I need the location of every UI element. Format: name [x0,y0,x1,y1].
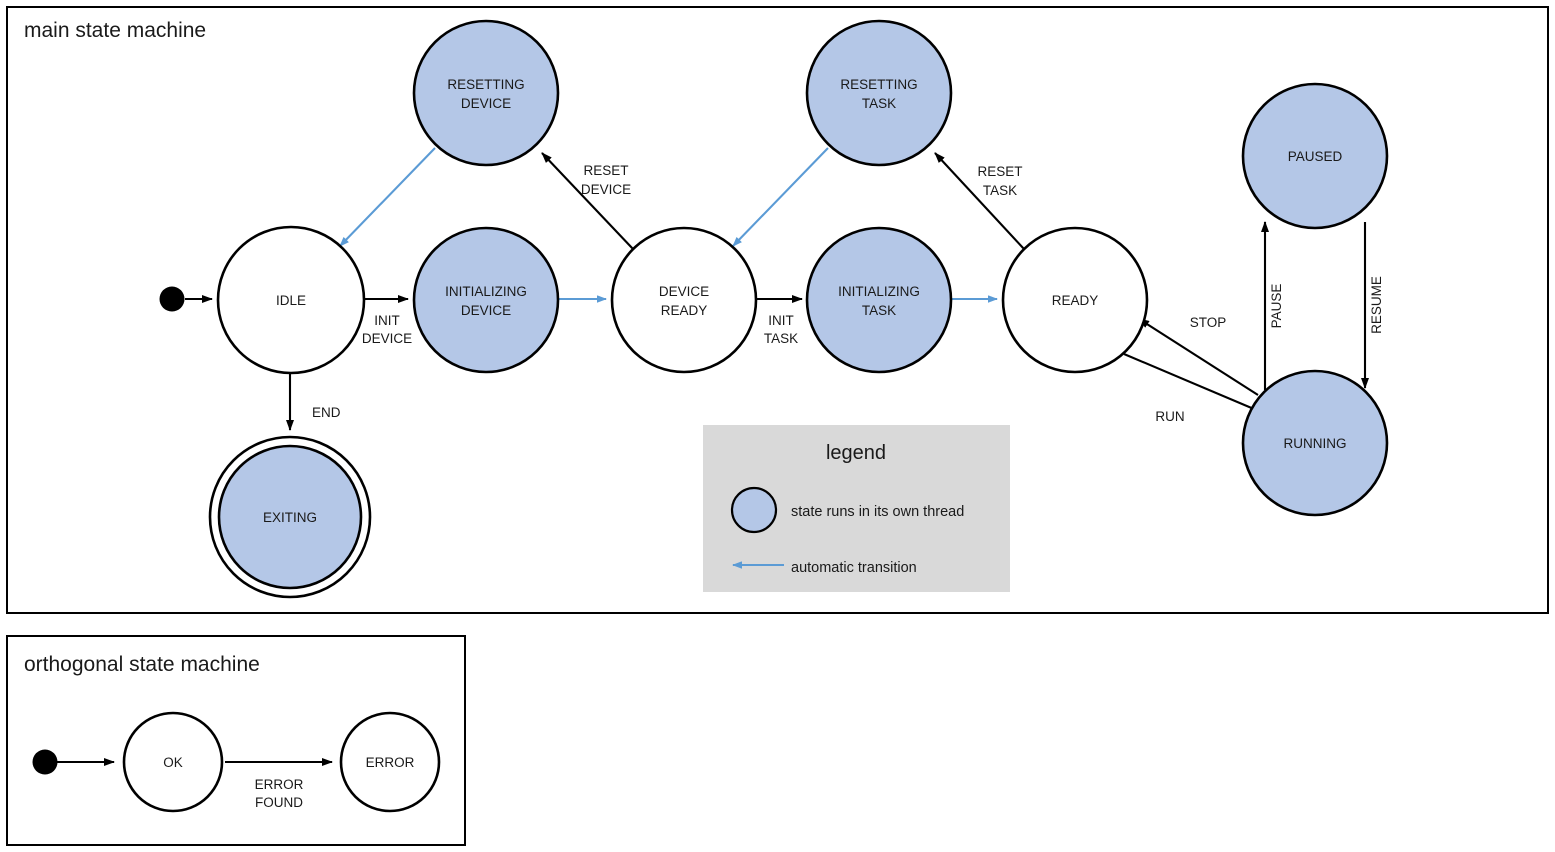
legend: legend state runs in its own thread auto… [703,425,1010,592]
edge-label-init-task-line2: TASK [764,331,798,346]
legend-item-auto-label: automatic transition [791,560,917,576]
legend-item-auto-transition: automatic transition [732,560,917,576]
state-initializing-task-label-line2: TASK [862,303,896,318]
state-device-ready-label-line1: DEVICE [659,284,709,299]
state-initializing-device-label-line1: INITIALIZING [445,284,527,299]
orthogonal-initial-state-dot [32,749,58,775]
edge-label-run: RUN [1155,409,1184,424]
edge-label-error-found-line2: FOUND [255,795,303,810]
state-resetting-device[interactable]: RESETTING DEVICE [412,19,560,167]
state-device-ready[interactable]: DEVICE READY [610,226,758,374]
orthogonal-transitions: ERROR FOUND [57,758,333,810]
main-states: IDLE RESETTING DEVICE INITIALIZING DEVIC… [208,19,1389,599]
state-resetting-task-label-line2: TASK [862,96,896,111]
orthogonal-states: OK ERROR [122,711,441,813]
state-resetting-device-label-line1: RESETTING [447,77,524,92]
edge-label-init-device-line1: INIT [374,313,400,328]
thread-state-swatch-icon [730,486,778,534]
final-state-outer-ring [208,435,372,599]
edge-label-pause: PAUSE [1269,284,1284,329]
transition-idle-to-initializing-device[interactable]: INIT DEVICE [362,295,412,346]
main-transitions: INIT DEVICE END RESET DEVICE [185,147,1384,431]
state-running-label: RUNNING [1284,436,1347,451]
state-ready[interactable]: READY [1001,226,1149,374]
state-error-label: ERROR [366,755,415,770]
transition-idle-to-exiting[interactable]: END [286,373,341,431]
orthogonal-panel-title: orthogonal state machine [24,653,260,676]
state-initializing-device-label-line2: DEVICE [461,303,511,318]
transition-ready-to-resetting-task[interactable]: RESET TASK [934,152,1025,250]
edge-label-stop: STOP [1190,315,1227,330]
transition-ready-to-running[interactable]: RUN [1123,353,1262,424]
state-paused[interactable]: PAUSED [1241,82,1389,230]
state-ready-label: READY [1052,293,1099,308]
edge-label-reset-task-line2: TASK [983,183,1017,198]
transition-paused-to-running[interactable]: RESUME [1361,222,1384,389]
state-running[interactable]: RUNNING [1241,369,1389,517]
state-idle[interactable]: IDLE [216,225,366,375]
state-initializing-task[interactable]: INITIALIZING TASK [805,226,953,374]
legend-title: legend [826,442,886,464]
state-exiting-label: EXITING [263,510,317,525]
edge-label-reset-task-line1: RESET [977,164,1022,179]
edge-label-end: END [312,405,341,420]
main-panel-title: main state machine [24,19,206,42]
edge-label-init-device-line2: DEVICE [362,331,412,346]
transition-running-to-paused[interactable]: PAUSE [1261,221,1284,390]
transition-device-ready-to-initializing-task[interactable]: INIT TASK [757,295,803,346]
state-error[interactable]: ERROR [339,711,441,813]
edge-label-reset-device-line1: RESET [583,163,628,178]
state-device-ready-label-line2: READY [661,303,708,318]
state-ok-label: OK [163,755,183,770]
transition-ok-to-error[interactable]: ERROR FOUND [225,758,333,810]
edge-label-init-task-line1: INIT [768,313,794,328]
state-resetting-task[interactable]: RESETTING TASK [805,19,953,167]
legend-item-thread-label: state runs in its own thread [791,504,964,520]
legend-item-thread: state runs in its own thread [730,486,964,534]
state-resetting-task-label-line1: RESETTING [840,77,917,92]
transition-running-to-ready[interactable]: STOP [1138,315,1259,396]
state-ok[interactable]: OK [122,711,224,813]
state-initializing-task-label-line1: INITIALIZING [838,284,920,299]
main-state-machine-panel: main state machine INIT DEVICE END [6,6,1549,614]
edge-label-error-found-line1: ERROR [255,777,304,792]
state-paused-label: PAUSED [1288,149,1343,164]
initial-state-dot [159,286,185,312]
state-resetting-device-label-line2: DEVICE [461,96,511,111]
state-idle-label: IDLE [276,293,306,308]
orthogonal-state-machine-panel: orthogonal state machine ERROR FOUND OK … [6,635,466,846]
edge-label-reset-device-line2: DEVICE [581,182,631,197]
state-exiting[interactable]: EXITING [208,435,372,599]
transition-device-ready-to-resetting-device[interactable]: RESET DEVICE [541,152,634,250]
transition-resetting-device-to-idle[interactable] [339,147,436,247]
transition-resetting-task-to-device-ready[interactable] [732,147,829,247]
state-initializing-device[interactable]: INITIALIZING DEVICE [412,226,560,374]
edge-label-resume: RESUME [1369,276,1384,334]
